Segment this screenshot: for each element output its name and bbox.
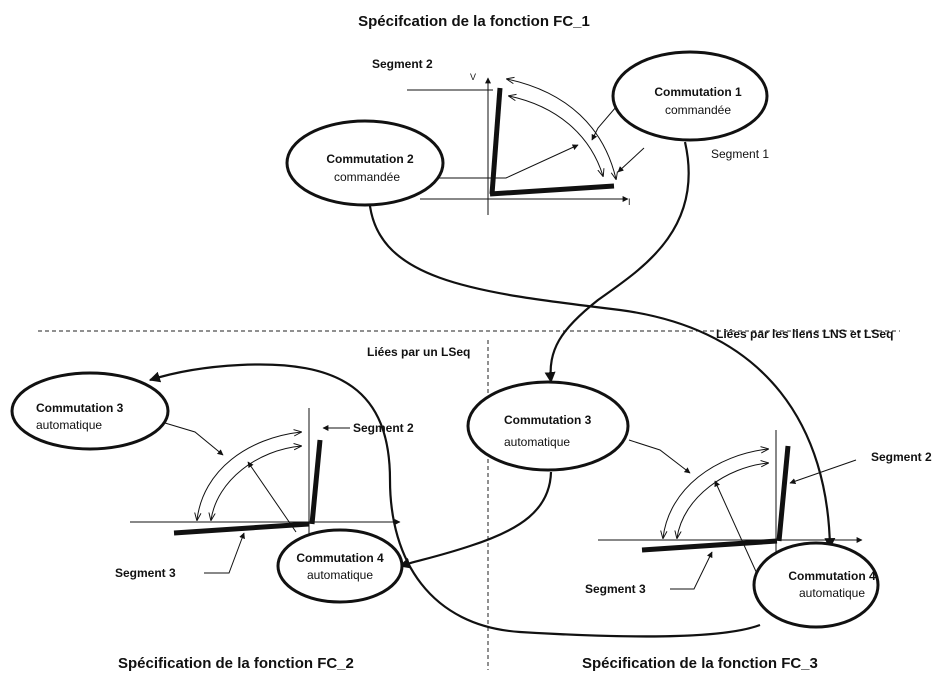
- fc1-segment-2-line: [489, 87, 503, 195]
- fc1-segment-2-label: Segment 2: [372, 57, 433, 71]
- fc1-axis-v-label: V: [470, 72, 476, 82]
- fc1-comm1-sub: commandée: [665, 103, 731, 117]
- fc1-commutation-arc-inner: [509, 96, 603, 176]
- fc1-commutation-arc-outer: [507, 79, 616, 179]
- fc1-comm2-sub: commandée: [334, 170, 400, 184]
- fc3-segment-2-pointer: [789, 459, 857, 485]
- fc2-comm4-pointer: [247, 461, 297, 533]
- fc1-comm1-title: Commutation 1: [654, 85, 742, 99]
- fc2-commutation-3-node: Commutation 3 automatique: [10, 371, 170, 451]
- fc2-segment-3-line: [173, 521, 310, 536]
- fc2-segment-3-pointer: [204, 532, 245, 574]
- fc1-segment-1-pointer: [617, 147, 645, 173]
- fc3-commutation-4-node: Commutation 4 automatique: [752, 541, 880, 629]
- fc2-comm3-pointer: [164, 422, 224, 456]
- fc2-segment-2-label: Segment 2: [353, 421, 414, 435]
- fc3-comm3-title: Commutation 3: [504, 413, 592, 427]
- fc1-comm2-title: Commutation 2: [326, 152, 414, 166]
- fc2-commutation-arc-outer: [197, 432, 301, 520]
- fc3-characteristic: [598, 430, 863, 590]
- fc1-axis-i-label: I: [628, 197, 631, 207]
- flow-fc3-comm4-to-fc2-comm3: [148, 363, 761, 638]
- fc3-comm4-title: Commutation 4: [788, 569, 876, 583]
- fc3-comm3-pointer: [628, 439, 691, 474]
- fc3-comm3-sub: automatique: [504, 435, 570, 449]
- fc1-segment-1-label: Segment 1: [711, 147, 769, 161]
- fc3-commutation-3-node: Commutation 3 automatique: [466, 380, 630, 472]
- fc2-characteristic: [130, 408, 401, 574]
- fc2-commutation-arc-inner: [211, 446, 301, 520]
- fc2-comm3-title: Commutation 3: [36, 401, 124, 415]
- fc3-segment-3-line: [641, 538, 778, 553]
- fc2-comm4-title: Commutation 4: [296, 551, 384, 565]
- fc3-segment-3-label: Segment 3: [585, 582, 646, 596]
- fc3-commutation-arc-outer: [663, 449, 768, 538]
- fc2-comm4-sub: automatique: [307, 568, 373, 582]
- flow-comm1-to-fc3-comm3: [544, 141, 690, 384]
- fc3-segment-2-label: Segment 2: [871, 450, 932, 464]
- fc1-commutation-1-node: Commutation 1 commandée: [611, 50, 769, 142]
- fc1-comm2-pointer: [424, 144, 579, 179]
- title-fc3: Spécification de la fonction FC_3: [582, 655, 818, 672]
- fc2-comm3-sub: automatique: [36, 418, 102, 432]
- fc1-comm1-pointer: [591, 99, 623, 141]
- fc1-segment-1-line: [489, 183, 615, 197]
- fc3-segment-2-line: [776, 445, 791, 542]
- fc3-comm4-pointer: [714, 480, 759, 577]
- flow-comm2-to-fc3-comm4: [367, 194, 836, 550]
- fc2-commutation-4-node: Commutation 4 automatique: [276, 528, 404, 604]
- fc1-commutation-2-node: Commutation 2 commandée: [285, 119, 445, 207]
- link-label-lns-lseq: Liées par les liens LNS et LSeq: [716, 327, 893, 341]
- title-fc1: Spécifcation de la fonction FC_1: [358, 13, 590, 30]
- fc3-commutation-arc-inner: [677, 463, 768, 538]
- title-fc2: Spécification de la fonction FC_2: [118, 655, 354, 672]
- link-label-lseq: Liées par un LSeq: [367, 345, 470, 359]
- fc1-characteristic: V I: [407, 72, 645, 215]
- fc3-comm4-sub: automatique: [799, 586, 865, 600]
- fc2-segment-3-label: Segment 3: [115, 566, 176, 580]
- fc3-segment-3-pointer: [670, 551, 713, 590]
- fc2-segment-2-line: [309, 439, 323, 525]
- flow-fc3-comm3-to-fc2-comm4: [398, 471, 553, 569]
